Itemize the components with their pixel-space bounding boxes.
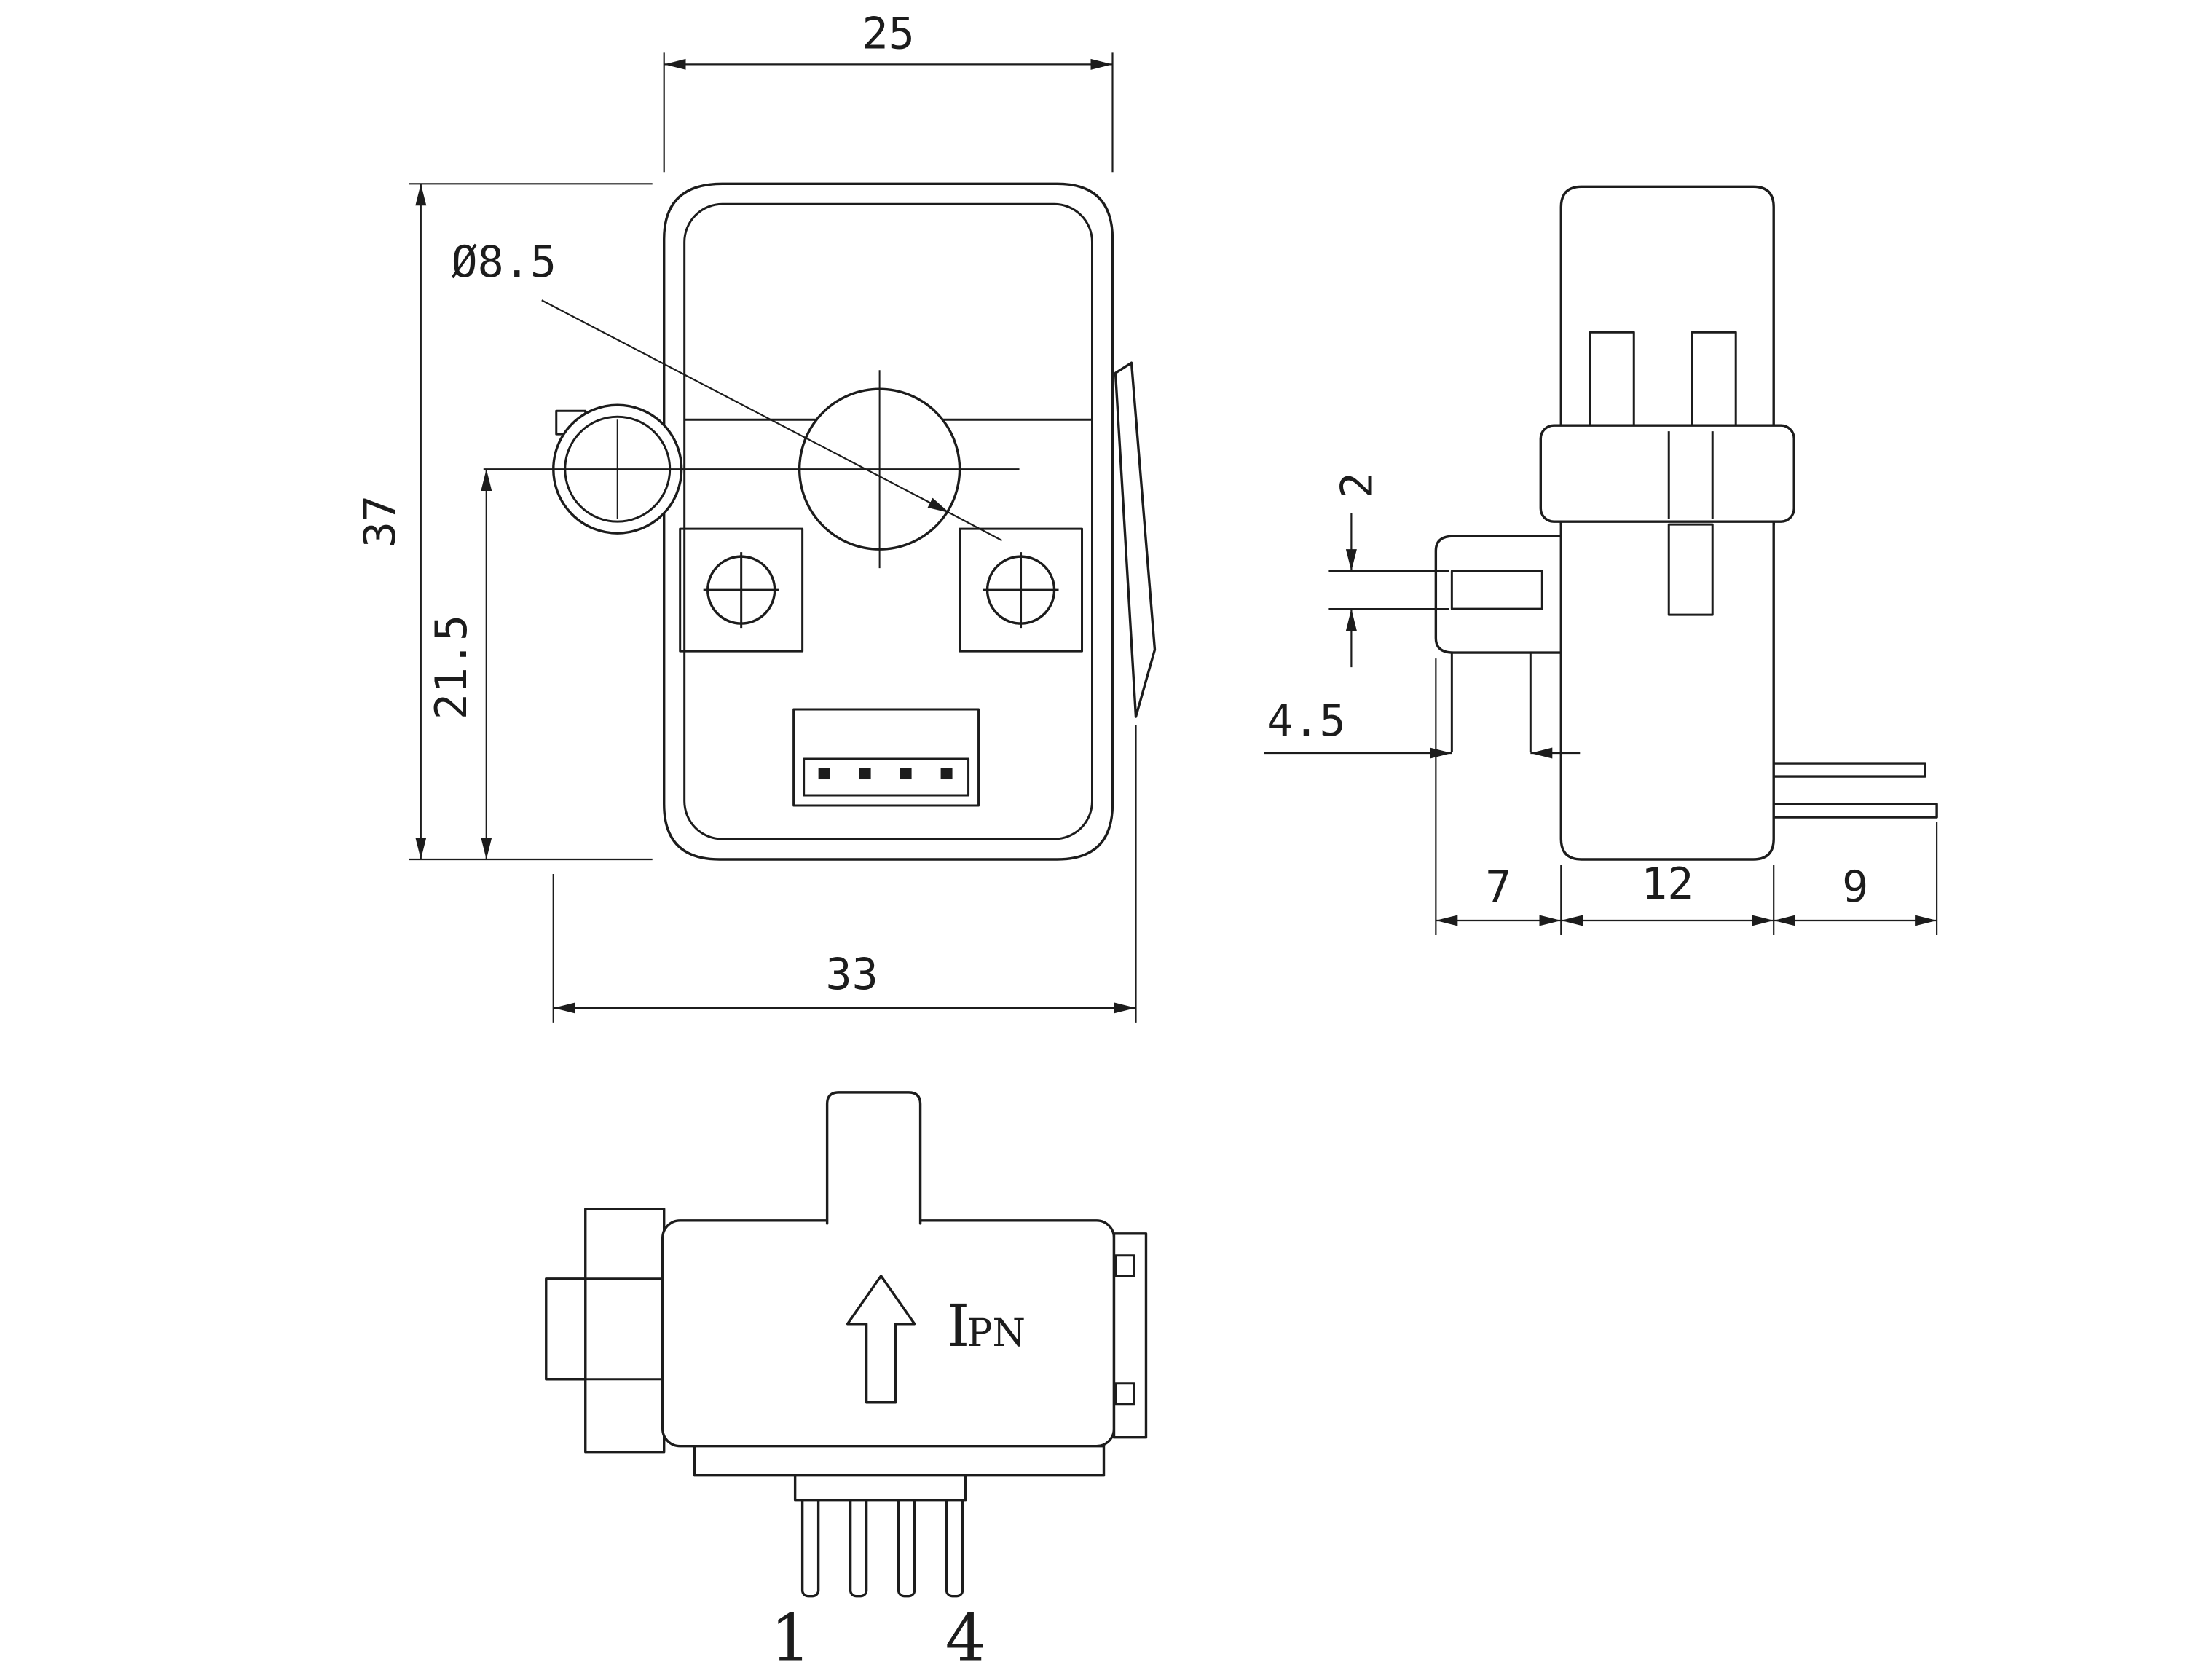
terminal-pin-upper bbox=[1772, 762, 1926, 778]
pin-number-last: 4 bbox=[945, 1601, 986, 1676]
body-slot bbox=[1667, 523, 1714, 616]
dimensions-front: 25 37 21.5 33 Ø8.5 bbox=[355, 8, 1137, 1023]
connector-outline bbox=[792, 708, 980, 807]
bottom-view: I PN 1 4 bbox=[545, 1091, 1148, 1676]
side-rail bbox=[1112, 1232, 1148, 1439]
clamp-block bbox=[584, 1208, 666, 1454]
leader-line bbox=[541, 299, 950, 514]
dimensions-side: 2 4.5 7 12 9 bbox=[1264, 472, 1938, 935]
connector-inner bbox=[803, 757, 970, 797]
connector-pin bbox=[940, 768, 953, 780]
clamp-latch bbox=[545, 1277, 587, 1381]
dim-boss-depth: 4.5 bbox=[1264, 696, 1581, 759]
dimension-text: 4.5 bbox=[1267, 696, 1345, 747]
terminal-pin-lower bbox=[1772, 803, 1938, 819]
connector-pin bbox=[818, 768, 830, 780]
top-tab bbox=[825, 1091, 922, 1225]
current-direction-arrow bbox=[846, 1275, 916, 1404]
current-symbol-label: I bbox=[947, 1292, 970, 1360]
housing-inner-outline bbox=[683, 202, 1094, 840]
leader-tail bbox=[949, 512, 1003, 542]
spring-clip bbox=[1114, 361, 1157, 718]
output-connector-front bbox=[792, 708, 980, 807]
dimension-text: Ø8.5 bbox=[452, 237, 556, 288]
connector-shroud bbox=[693, 1445, 1106, 1477]
dimension-text: 25 bbox=[862, 8, 914, 59]
side-view bbox=[1434, 185, 1938, 861]
dimension-text: 33 bbox=[826, 949, 878, 1000]
side-rail-notch bbox=[1114, 1254, 1135, 1277]
dims-side-bottom: 7 12 9 bbox=[1435, 658, 1938, 935]
dimension-text-pin-length: 9 bbox=[1842, 862, 1868, 913]
dim-height: 37 bbox=[355, 183, 653, 861]
flange-groove bbox=[1450, 570, 1543, 610]
pin-number-first: 1 bbox=[771, 1601, 811, 1676]
dimension-text-body-depth: 12 bbox=[1641, 859, 1693, 910]
dim-hole-diameter: Ø8.5 bbox=[452, 237, 1003, 542]
current-subscript-label: PN bbox=[967, 1312, 1026, 1355]
screw-right bbox=[959, 527, 1084, 653]
clamp-band bbox=[1539, 424, 1795, 523]
dim-center-height: 21.5 bbox=[426, 469, 492, 859]
dimension-text: 21.5 bbox=[426, 615, 477, 720]
dimension-text: 2 bbox=[1331, 472, 1382, 498]
mounting-flange bbox=[1434, 535, 1562, 654]
screw-pad bbox=[959, 527, 1084, 653]
dim-groove: 2 bbox=[1328, 472, 1449, 668]
sensor-body-side bbox=[1559, 520, 1775, 861]
connector-pin bbox=[859, 768, 871, 780]
screw-pad bbox=[679, 527, 804, 653]
dimension-text: 37 bbox=[355, 495, 406, 548]
dim-width-bottom: 33 bbox=[552, 725, 1137, 1023]
connector-pin-base bbox=[793, 1474, 967, 1502]
screw-left bbox=[679, 527, 804, 653]
connector-pin bbox=[900, 768, 912, 780]
dim-width-top: 25 bbox=[663, 8, 1114, 173]
side-rail-notch bbox=[1114, 1382, 1135, 1406]
front-view bbox=[483, 182, 1157, 861]
dimension-text-flange-depth: 7 bbox=[1485, 862, 1511, 913]
